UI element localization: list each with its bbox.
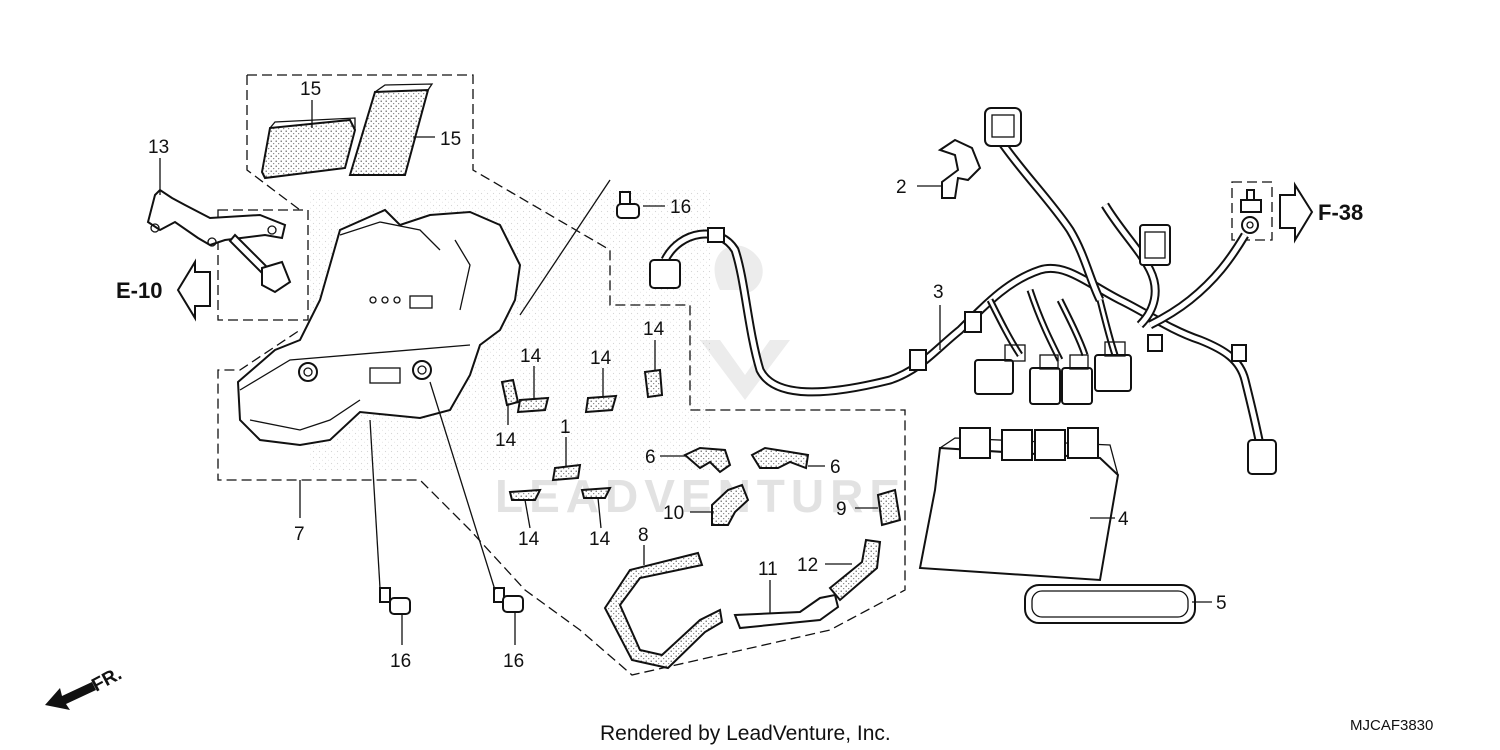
front-label: FR. <box>88 664 125 697</box>
ref-arrow-e10[interactable]: E-10 <box>116 258 211 322</box>
callout-14-e: 14 <box>518 529 540 550</box>
screw-16-right <box>493 587 524 613</box>
bracket-kit-outline <box>217 74 1273 676</box>
ecu-holder-bracket-7 <box>236 208 522 447</box>
callout-5: 5 <box>1216 593 1227 614</box>
foam-strip-12 <box>828 538 882 602</box>
pad-14-a <box>516 396 550 414</box>
leader-lines <box>159 100 1212 645</box>
pad-14-c <box>584 394 618 414</box>
callout-labels: 15 15 13 16 2 3 4 5 6 6 7 8 9 10 11 12 1… <box>148 79 1227 672</box>
pads-14 <box>500 368 664 501</box>
callout-14-d: 14 <box>495 430 517 451</box>
pad-9 <box>876 488 902 527</box>
ref-e10-label[interactable]: E-10 <box>116 278 162 303</box>
screw-16-left <box>379 587 411 615</box>
callout-3: 3 <box>933 282 944 303</box>
callout-8: 8 <box>638 525 649 546</box>
arrow-left-icon <box>176 258 211 322</box>
bolt-13 <box>228 233 292 294</box>
callout-7: 7 <box>294 524 305 545</box>
clip-6-right <box>750 446 810 470</box>
callout-14-b: 14 <box>590 348 612 369</box>
pad-1 <box>551 463 582 482</box>
ref-arrow-f38[interactable]: F-38 <box>1279 181 1363 244</box>
callout-15-top: 15 <box>300 79 321 100</box>
wire-harness-3 <box>649 107 1277 475</box>
callout-14-a: 14 <box>520 346 542 367</box>
bolt-13-box <box>217 209 309 321</box>
callout-4: 4 <box>1118 509 1129 530</box>
pad-14-d <box>643 368 664 399</box>
callout-2: 2 <box>896 177 907 198</box>
callout-6-right: 6 <box>830 457 841 478</box>
callout-12: 12 <box>797 555 818 576</box>
foam-strip-8 <box>603 551 724 670</box>
callout-16-left: 16 <box>390 651 411 672</box>
clamp-2 <box>937 138 982 199</box>
callout-11: 11 <box>758 559 778 580</box>
diagram-code: MJCAF3830 <box>1350 717 1433 734</box>
ref-f38-label[interactable]: F-38 <box>1318 200 1363 225</box>
foam-block-15-left <box>260 117 357 180</box>
bolt-f38 <box>1240 189 1262 213</box>
bolt-f38-box <box>1231 181 1273 241</box>
rubber-band-5 <box>1024 584 1196 624</box>
pad-14-f <box>580 486 612 499</box>
clip-6-left <box>683 446 732 474</box>
foam-block-15-right <box>348 83 434 176</box>
footer-credit: Rendered by LeadVenture, Inc. <box>600 722 891 745</box>
foam-strip-11 <box>733 593 840 630</box>
arrow-right-icon <box>1279 181 1314 244</box>
ecu-unit-4 <box>918 427 1120 582</box>
stay-bracket-13 <box>146 188 287 247</box>
callout-13: 13 <box>148 137 169 158</box>
pad-14-b <box>500 378 520 407</box>
pad-14-e <box>508 488 542 501</box>
callout-15-right: 15 <box>440 129 461 150</box>
callout-14-c: 14 <box>643 319 665 340</box>
callout-14-f: 14 <box>589 529 611 550</box>
callout-6-left: 6 <box>645 447 656 468</box>
front-arrow-icon <box>45 682 96 710</box>
callout-16-top: 16 <box>670 197 691 218</box>
clamp-10 <box>711 483 750 526</box>
callout-10: 10 <box>663 503 684 524</box>
front-direction: FR. <box>45 664 125 710</box>
callout-9: 9 <box>836 499 847 520</box>
screw-16-top <box>616 191 640 219</box>
callout-1: 1 <box>560 417 571 438</box>
callout-16-right: 16 <box>503 651 524 672</box>
